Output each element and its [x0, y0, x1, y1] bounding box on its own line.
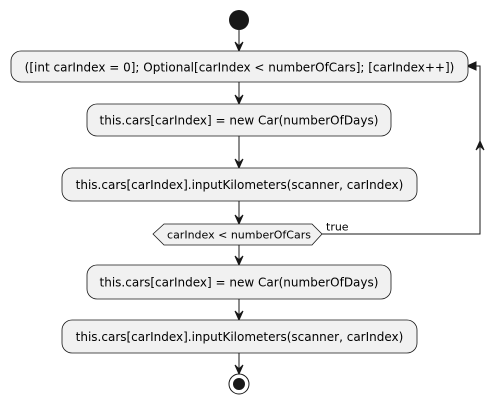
arrowhead	[234, 310, 244, 322]
decision-label: carIndex < numberOfCars	[167, 229, 311, 242]
arrowhead	[234, 255, 244, 267]
activity-input-kilometers	[61, 167, 418, 202]
arrowhead	[234, 364, 244, 376]
activity-label: ([int carIndex = 0]; Optional[carIndex <…	[25, 61, 455, 75]
loop-back-line	[322, 65, 481, 235]
end-node	[228, 373, 250, 395]
activity-input-kilometers	[61, 319, 418, 354]
activity-assign-car	[86, 264, 392, 300]
true-branch-label: true	[326, 221, 349, 234]
arrowhead	[475, 139, 485, 151]
activity-label: this.cars[carIndex].inputKilometers(scan…	[76, 330, 404, 344]
activity-loop-header	[10, 50, 469, 83]
arrowhead	[465, 61, 477, 71]
start-node	[229, 10, 249, 30]
activity-label: this.cars[carIndex] = new Car(numberOfDa…	[100, 114, 379, 128]
activity-label: this.cars[carIndex] = new Car(numberOfDa…	[100, 276, 379, 290]
flow-edges	[234, 30, 244, 376]
activity-assign-car	[86, 103, 392, 137]
activity-label: this.cars[carIndex].inputKilometers(scan…	[76, 178, 404, 192]
arrowhead	[234, 41, 244, 53]
loop-back-edge	[322, 61, 485, 235]
arrowhead	[234, 94, 244, 106]
arrowhead	[234, 158, 244, 170]
arrowhead	[234, 214, 244, 226]
decision-node	[152, 223, 323, 246]
